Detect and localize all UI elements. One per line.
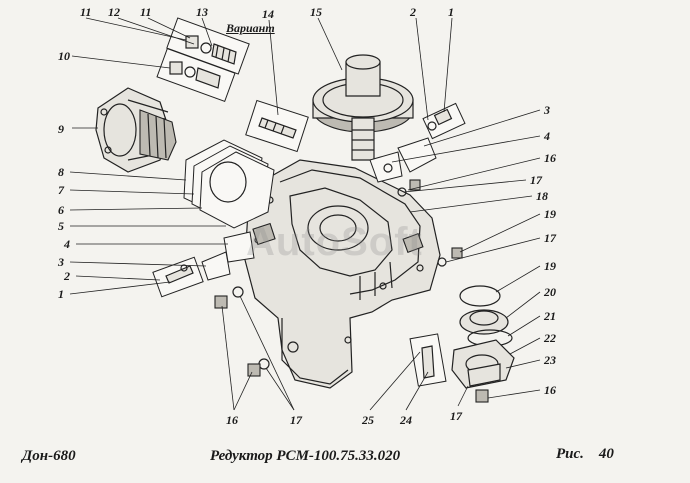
footer-title: Редуктор РСМ-100.75.33.020	[210, 448, 401, 464]
callout-7: 7	[58, 183, 65, 197]
variant-spring-kit	[156, 17, 250, 103]
callout-19: 19	[544, 207, 556, 221]
callout-numbers: 11 12 11 13 14 15 2 1 10 9 3 4 16 8 17 7…	[57, 5, 557, 427]
leader-lines	[69, 17, 541, 411]
callout-3: 3	[543, 103, 550, 117]
figure-number: 40	[598, 446, 614, 462]
watermark-text: AutoSoft	[246, 220, 423, 264]
callout-17: 17	[544, 231, 557, 245]
callout-16: 16	[544, 383, 556, 397]
callout-17: 17	[290, 413, 303, 427]
stud-bolt	[245, 99, 309, 153]
callout-16: 16	[226, 413, 238, 427]
input-bevel-flange	[95, 87, 177, 173]
callout-10: 10	[58, 49, 70, 63]
callout-12: 12	[108, 5, 120, 19]
gearbox-housing	[244, 159, 441, 389]
footer-model: Дон-680	[22, 448, 76, 464]
callout-23: 23	[543, 353, 556, 367]
callout-2: 2	[63, 269, 70, 283]
callout-15: 15	[310, 5, 322, 19]
callout-17: 17	[530, 173, 543, 187]
figure-label: Рис.	[556, 446, 584, 462]
callout-6: 6	[58, 203, 64, 217]
footer-figure: Рис. 40	[556, 446, 614, 463]
flange-gasket-stack	[183, 139, 275, 229]
callout-2: 2	[409, 5, 416, 19]
callout-1: 1	[448, 5, 454, 19]
callout-1: 1	[58, 287, 64, 301]
bearing-cover-group	[409, 285, 515, 403]
callout-11: 11	[80, 5, 91, 19]
callout-14: 14	[262, 7, 274, 21]
callout-18: 18	[536, 189, 548, 203]
callout-24: 24	[399, 413, 412, 427]
variant-label: Вариант	[226, 21, 275, 35]
left-lower-fittings	[152, 231, 270, 377]
callout-20: 20	[543, 285, 556, 299]
callout-13: 13	[196, 5, 208, 19]
callout-25: 25	[361, 413, 374, 427]
callout-5: 5	[58, 219, 64, 233]
callout-21: 21	[543, 309, 556, 323]
callout-22: 22	[543, 331, 556, 345]
output-gear-shaft	[312, 54, 414, 161]
callout-19: 19	[544, 259, 556, 273]
callout-4: 4	[543, 129, 550, 143]
callout-9: 9	[58, 122, 64, 136]
callout-3: 3	[57, 255, 64, 269]
right-upper-fittings	[369, 102, 466, 267]
callout-4: 4	[63, 237, 70, 251]
callout-8: 8	[58, 165, 64, 179]
callout-16: 16	[544, 151, 556, 165]
callout-11: 11	[140, 5, 151, 19]
callout-17: 17	[450, 409, 463, 423]
